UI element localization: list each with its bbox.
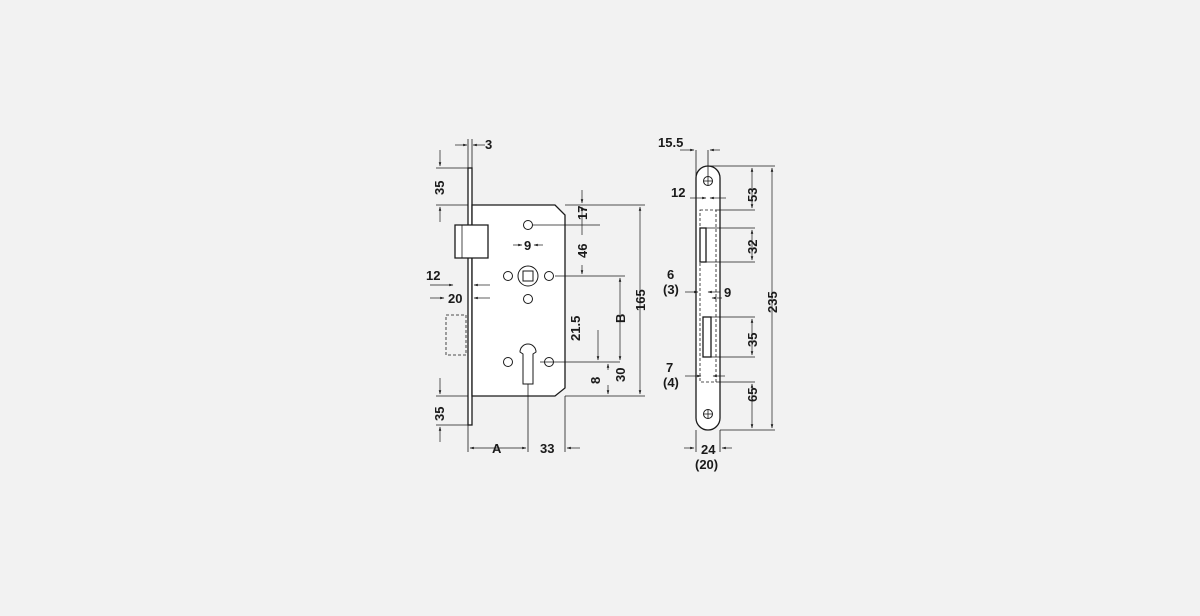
dim-bolt-height: 35 [745, 333, 760, 347]
dim-backset: A [492, 441, 502, 456]
dim-top-to-latch: 53 [745, 188, 760, 202]
screw-hole-lower [523, 294, 533, 304]
screw-hole-right [544, 271, 554, 281]
case-outline-hidden [699, 209, 717, 383]
dim-bolt-gap: 9 [724, 285, 731, 300]
dim-top-extension: 35 [432, 181, 447, 195]
dim-bottom-extension: 35 [432, 407, 447, 421]
dim-case-depth: 33 [540, 441, 554, 456]
dim-half-width: 15.5 [658, 135, 683, 150]
cylinder-cutout [519, 343, 537, 385]
dim-cylinder-lower: 8 [588, 377, 603, 384]
screw-hole-left [503, 271, 513, 281]
latch-opening [699, 227, 707, 263]
latch-bolt [454, 224, 489, 259]
dim-bolt-width: 7 [666, 360, 673, 375]
screw-hole-cyl-left [503, 357, 513, 367]
dim-distance-b: B [613, 314, 628, 323]
dim-faceplate-thickness: 3 [485, 137, 492, 152]
dim-cylinder-to-bottom: 30 [613, 368, 628, 382]
spindle-square [522, 270, 534, 282]
dim-plate-width: 24 [701, 442, 716, 457]
dim-bolt-width-alt: (4) [663, 375, 679, 390]
faceplate-view: 15.5 12 53 32 6 (3) 9 35 7 (4) 65 235 24… [658, 135, 780, 472]
dim-latch-depth: 12 [426, 268, 440, 283]
dim-top-to-hole: 17 [575, 206, 590, 220]
dim-total-height: 235 [765, 291, 780, 313]
dead-bolt [445, 314, 467, 356]
dim-spindle-to-top: 46 [575, 244, 590, 258]
lock-front-view: 3 35 35 17 9 46 12 20 21.5 B 8 30 165 A … [426, 137, 648, 456]
dim-spindle-to-cylinder: 21.5 [568, 316, 583, 341]
dim-latch-width-alt: (3) [663, 282, 679, 297]
bolt-opening [702, 316, 712, 358]
dim-plate-width-alt: (20) [695, 457, 718, 472]
dim-spindle-square: 9 [524, 238, 531, 253]
screw-hole-top [523, 220, 533, 230]
dim-case-height: 165 [633, 289, 648, 311]
dim-bolt-to-bottom: 65 [745, 388, 760, 402]
dim-latch-height: 32 [745, 240, 760, 254]
dim-screw-offset: 12 [671, 185, 685, 200]
dim-bolt-depth: 20 [448, 291, 462, 306]
dim-latch-width: 6 [667, 267, 674, 282]
lock-case [471, 204, 566, 397]
